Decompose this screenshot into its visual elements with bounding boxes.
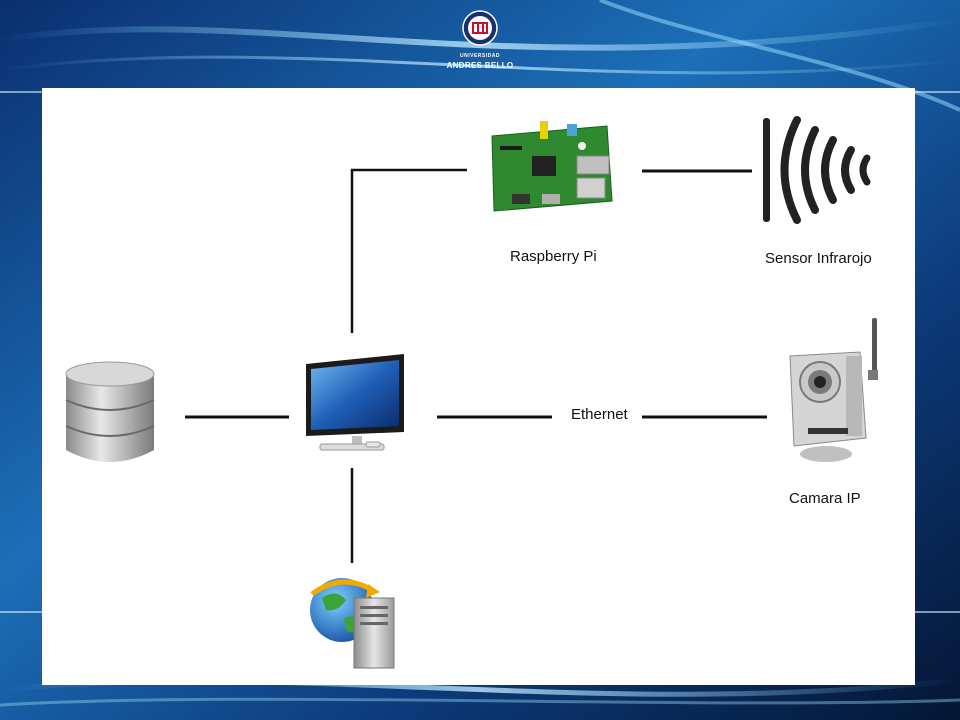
label-sensor-infrarojo: Sensor Infrarojo	[765, 250, 872, 267]
raspberry-pi-board-icon	[491, 121, 613, 212]
university-crest-icon	[462, 10, 498, 46]
connector-lines	[185, 168, 767, 563]
label-camara-ip: Camara IP	[789, 490, 861, 507]
ip-camera-icon	[789, 318, 878, 462]
diagram-panel: Raspberry Pi Sensor Infrarojo Ethernet C…	[42, 88, 915, 685]
logo-text-line2: ANDRES BELLO	[446, 61, 514, 70]
university-logo: UNIVERSIDAD ANDRES BELLO	[440, 8, 520, 80]
web-server-globe-icon	[310, 578, 395, 669]
label-ethernet: Ethernet	[571, 406, 628, 423]
database-icon	[65, 361, 155, 462]
logo-text-line1: UNIVERSIDAD	[460, 53, 500, 59]
label-raspberry-pi: Raspberry Pi	[510, 248, 597, 265]
connector-computer-to-raspberry	[350, 168, 467, 333]
computer-monitor-icon	[306, 354, 404, 451]
infrared-sensor-icon	[763, 116, 871, 224]
